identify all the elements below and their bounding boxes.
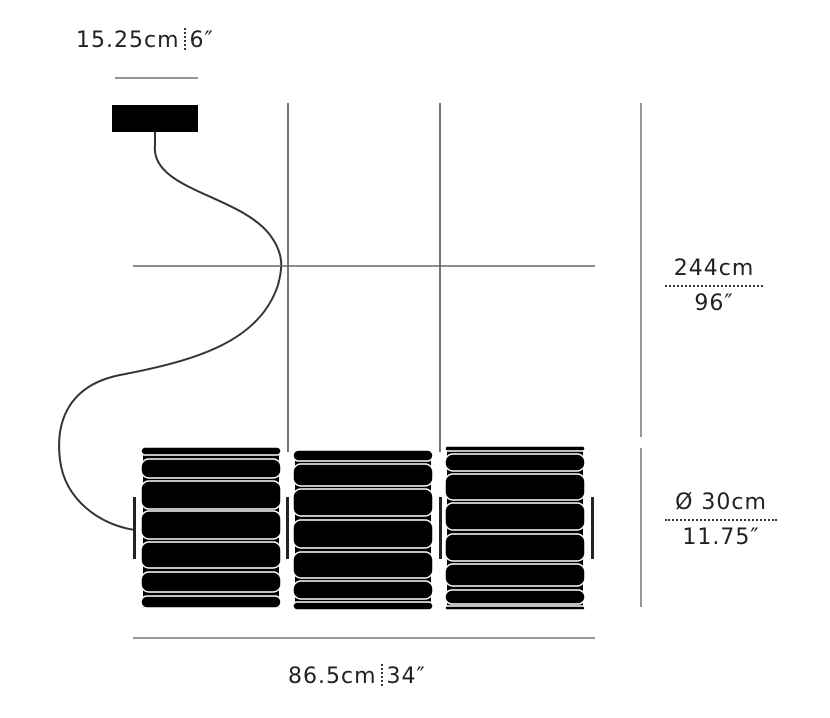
canopy-width-in: 6″ — [189, 28, 214, 53]
separator — [380, 664, 383, 686]
shade-rib — [444, 453, 586, 472]
canopy-width-label: 15.25cm 6″ — [76, 28, 214, 53]
height-cm: 244cm — [665, 256, 763, 287]
shade-rib — [444, 473, 586, 501]
shade-rib — [140, 480, 282, 510]
diameter-in: 11.75″ — [682, 525, 760, 550]
shade-rib — [292, 449, 434, 462]
joint-cap-right — [439, 497, 442, 559]
shade-rib — [292, 488, 434, 517]
shade-rib — [292, 551, 434, 579]
height-in: 96″ — [694, 291, 734, 316]
shade-rib — [140, 510, 282, 540]
lamp-shade-1 — [140, 446, 282, 609]
length-cm: 86.5cm — [288, 664, 377, 689]
shade-rib — [444, 445, 586, 452]
diameter-cm: Ø 30cm — [665, 490, 777, 521]
length-label: 86.5cm 34″ — [288, 664, 426, 689]
joint-cap-left — [286, 497, 289, 559]
shade-rib — [444, 605, 586, 611]
shade-rib — [140, 446, 282, 456]
end-cap-right — [591, 497, 594, 559]
shade-rib — [292, 463, 434, 487]
shade-rib — [444, 563, 586, 587]
shade-rib — [292, 519, 434, 549]
shade-rib — [140, 571, 282, 593]
shade-rib — [140, 541, 282, 569]
ceiling-canopy — [112, 105, 198, 132]
shade-rib — [140, 458, 282, 479]
shade-rib — [444, 533, 586, 562]
diameter-label: Ø 30cm 11.75″ — [665, 490, 777, 550]
canopy-width-cm: 15.25cm — [76, 28, 180, 53]
lamp-shade-2 — [292, 449, 434, 611]
shade-rib — [292, 601, 434, 611]
height-label: 244cm 96″ — [665, 256, 763, 316]
lamp-shade-3 — [444, 445, 586, 611]
power-cable — [58, 132, 283, 531]
length-in: 34″ — [386, 664, 426, 689]
shade-rib — [292, 580, 434, 600]
end-cap-left — [133, 497, 136, 559]
separator — [183, 28, 186, 50]
shade-rib — [140, 595, 282, 609]
shade-rib — [444, 502, 586, 531]
shade-rib — [444, 589, 586, 605]
